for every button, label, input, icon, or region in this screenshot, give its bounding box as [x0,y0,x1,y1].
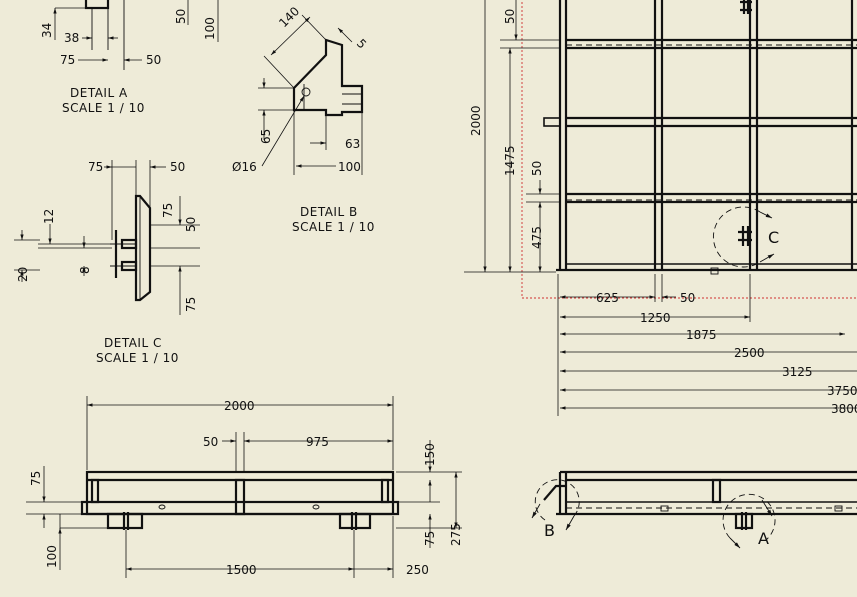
side-dim-75-left: 75 [29,471,43,486]
detail-a-part [84,0,110,10]
callout-b-label: B [544,521,555,540]
detail-a-dim-50-h: 50 [146,53,161,67]
main-dim-v-1475: 1475 [503,145,517,176]
detail-b-scale: SCALE 1 / 10 [292,220,375,234]
detail-a-dim-50-v: 50 [174,9,188,24]
main-dim-h-3800: 3800 [831,402,857,416]
side-dim-2000: 2000 [224,399,255,413]
callout-b-circle [534,479,580,521]
side-dim-50: 50 [203,435,218,449]
detail-c-dim-12: 12 [42,209,56,224]
callout-c-label: C [768,228,779,247]
detail-b-dim-dia16: Ø16 [232,160,257,174]
side-dim-275: 275 [449,523,463,546]
detail-a-dim-38: 38 [64,31,79,45]
detail-b-dim-5: 5 [354,36,369,51]
main-dim-h-3125: 3125 [782,365,813,379]
main-dim-h-1875: 1875 [686,328,717,342]
detail-b: 140 5 65 63 100 Ø16 DETAIL B SCALE 1 / 1… [232,4,375,234]
detail-c-dim-8: 8 [78,266,92,274]
side-dim-975: 975 [306,435,329,449]
side-view-frame [85,470,395,516]
detail-c-title: DETAIL C [104,336,162,350]
detail-a: 34 38 75 50 50 100 DETAIL A SCALE 1 / 10 [40,0,219,115]
detail-b-dim-100: 100 [338,160,361,174]
detail-c-dim-75-right: 75 [161,203,175,218]
main-dim-v-50-top: 50 [503,9,517,24]
main-dim-v-475: 475 [530,226,544,249]
main-dim-v-50-mid: 50 [530,161,544,176]
detail-c: 75 50 12 20 8 75 50 75 DETAIL C SCALE 1 … [14,160,200,365]
main-dim-h-3750: 3750 [827,384,857,398]
side-dim-100: 100 [45,545,59,568]
callout-c-circle [713,206,761,268]
side-dim-250: 250 [406,563,429,577]
detail-c-dim-50-right: 50 [184,217,198,232]
side-dim-1500: 1500 [226,563,257,577]
detail-b-title: DETAIL B [300,205,358,219]
detail-c-dim-75-bottom: 75 [184,297,198,312]
detail-c-dim-50-top: 50 [170,160,185,174]
front-view: B A [531,470,857,549]
main-dim-v-2000: 2000 [469,105,483,136]
detail-b-dim-65: 65 [259,129,273,144]
detail-c-dim-75-top: 75 [88,160,103,174]
callout-a-label: A [758,529,769,548]
detail-c-dim-20: 20 [16,267,30,282]
main-plan-view: C 50 2000 1475 50 475 625 50 1250 1875 2… [464,0,857,416]
detail-c-scale: SCALE 1 / 10 [96,351,179,365]
detail-a-title: DETAIL A [70,86,128,100]
main-dim-h-50: 50 [680,291,695,305]
callout-a-circle [722,493,776,541]
section-boundary [521,0,857,299]
side-dim-150: 150 [423,443,437,466]
detail-b-dim-140: 140 [276,4,302,30]
detail-a-dim-34: 34 [40,23,54,38]
detail-a-dim-75: 75 [60,53,75,67]
side-dim-75-right: 75 [423,531,437,546]
detail-c-part [134,194,152,302]
main-dim-h-2500: 2500 [734,346,765,360]
main-dim-h-1250: 1250 [640,311,671,325]
detail-a-dim-100: 100 [203,17,217,40]
detail-a-scale: SCALE 1 / 10 [62,101,145,115]
detail-b-dim-63: 63 [345,137,360,151]
side-view: 2000 50 975 150 75 275 75 100 1500 250 [26,396,463,578]
main-dim-h-625: 625 [596,291,619,305]
